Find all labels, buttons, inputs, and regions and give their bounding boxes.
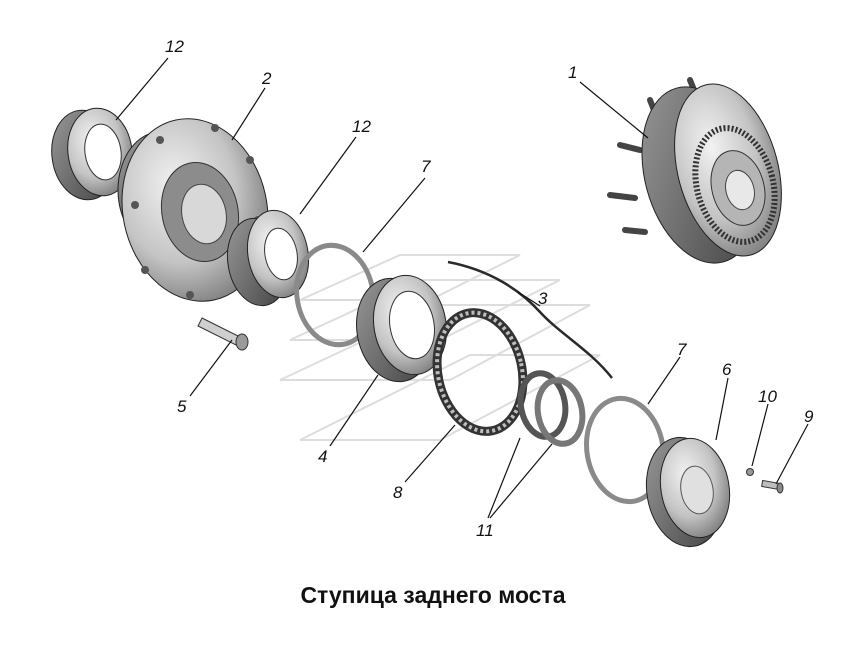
callout-labels: 12 2 12 7 1 3 5 4 8 11 7 6 10 9 xyxy=(165,37,814,540)
leader-4 xyxy=(329,374,379,447)
leader-8 xyxy=(404,424,456,483)
cord-part-3 xyxy=(447,260,613,379)
bolt-part-9 xyxy=(761,479,784,494)
diagram-caption: Ступица заднего моста xyxy=(300,582,566,608)
callout-11: 11 xyxy=(476,521,494,540)
leader-lines xyxy=(115,57,809,519)
leader-7-upper xyxy=(362,177,426,253)
leader-1 xyxy=(579,81,649,139)
callout-7-lower: 7 xyxy=(677,340,687,359)
bearing-part-12-center xyxy=(226,209,310,307)
cover-part-6 xyxy=(645,436,731,548)
stud-part-5 xyxy=(197,317,249,351)
callout-2: 2 xyxy=(261,69,272,88)
bearing-part-12-left xyxy=(51,107,133,201)
callout-1: 1 xyxy=(568,63,577,82)
callout-12-center: 12 xyxy=(352,117,371,136)
leader-12-left xyxy=(115,57,169,121)
callout-7-upper: 7 xyxy=(421,157,431,176)
toothed-ring-part-8 xyxy=(432,308,528,436)
callout-5: 5 xyxy=(177,397,187,416)
seal-part-4 xyxy=(356,274,448,383)
assembled-hub-part-1 xyxy=(607,77,782,264)
leader-5 xyxy=(189,339,233,397)
callout-10: 10 xyxy=(758,387,777,406)
callout-12-left: 12 xyxy=(165,37,184,56)
leader-3 xyxy=(517,291,541,307)
leader-6 xyxy=(715,377,729,441)
callout-6: 6 xyxy=(722,360,732,379)
callout-4: 4 xyxy=(318,447,327,466)
washer-part-10 xyxy=(746,468,754,476)
leader-7-lower xyxy=(647,356,681,405)
rings-part-11 xyxy=(517,370,586,447)
leader-11-a xyxy=(487,437,521,519)
leader-9 xyxy=(775,423,809,485)
leader-11-b xyxy=(489,443,553,519)
callout-8: 8 xyxy=(393,483,403,502)
leader-2 xyxy=(231,87,266,141)
leader-10 xyxy=(751,403,769,467)
leader-12-center xyxy=(299,136,357,215)
callout-9: 9 xyxy=(804,407,814,426)
callout-3: 3 xyxy=(538,289,548,308)
